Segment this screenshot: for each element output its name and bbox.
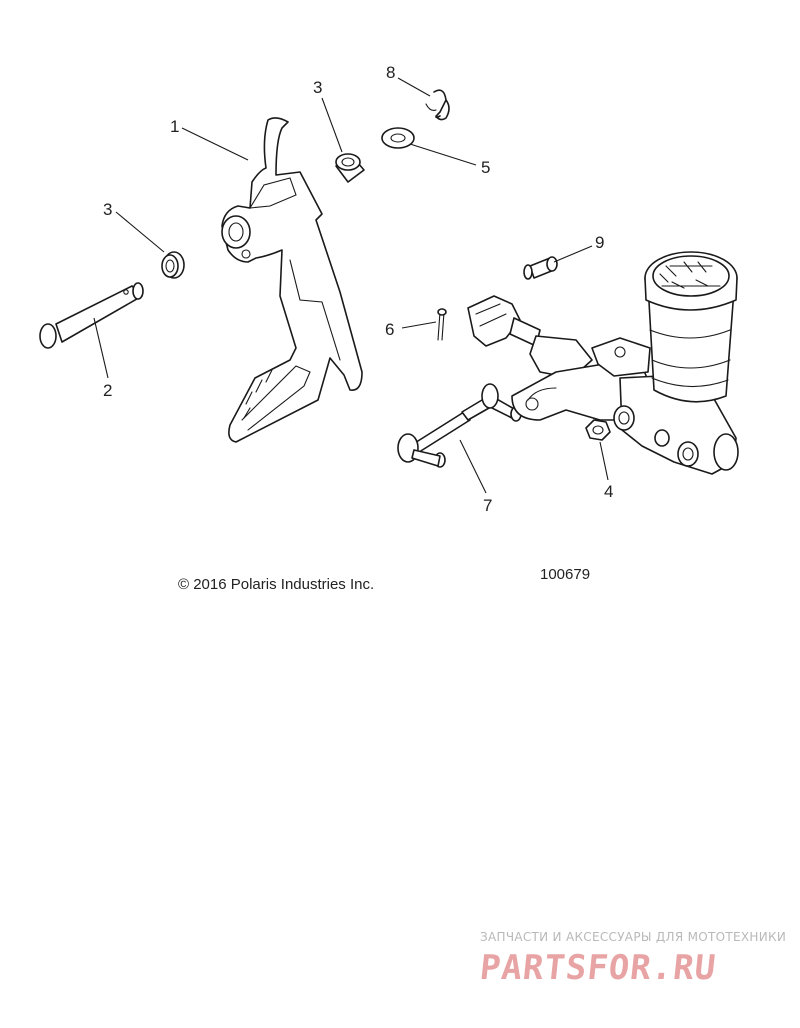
callout-label: 7 <box>483 496 492 515</box>
callout-label: 8 <box>386 63 395 82</box>
callout-label: 3 <box>313 78 322 97</box>
watermark: ЗАПЧАСТИ И АКСЕССУАРЫ ДЛЯ МОТОТЕХНИКИ PA… <box>477 930 795 988</box>
callout-label: 1 <box>170 117 179 136</box>
brake-pedal-part[interactable] <box>221 117 363 443</box>
callout-label: 9 <box>595 233 604 252</box>
master-cylinder-assembly[interactable] <box>467 251 739 475</box>
callout-4: 4 <box>599 441 613 501</box>
callout-8: 8 <box>386 63 431 97</box>
figure-number: 100679 <box>540 566 591 583</box>
bushing-part-left[interactable] <box>161 251 185 279</box>
copyright-notice: © 2016 Polaris Industries Inc. <box>178 576 375 593</box>
callout-label: 3 <box>103 200 112 219</box>
hair-pin-clip-part[interactable] <box>425 89 450 121</box>
callout-5: 5 <box>409 143 490 177</box>
callout-7: 7 <box>459 439 492 515</box>
nut-part[interactable] <box>585 419 611 441</box>
callout-label: 2 <box>103 381 112 400</box>
bolt-part[interactable] <box>523 256 558 280</box>
pivot-pin-part[interactable] <box>39 282 144 349</box>
callout-1: 1 <box>170 117 249 161</box>
callout-2: 2 <box>93 317 112 400</box>
callout-label: 6 <box>385 320 394 339</box>
cotter-pin-part[interactable] <box>437 308 447 341</box>
callout-9: 9 <box>553 233 604 263</box>
clevis-pin-part[interactable] <box>397 383 522 468</box>
callout-label: 4 <box>604 482 613 501</box>
watermark-tagline: ЗАПЧАСТИ И АКСЕССУАРЫ ДЛЯ МОТОТЕХНИКИ <box>480 930 787 944</box>
callout-3-top: 3 <box>313 78 343 153</box>
bushing-part-top[interactable] <box>335 153 365 183</box>
callout-6: 6 <box>385 320 437 339</box>
callout-3-left: 3 <box>103 200 165 253</box>
callout-label: 5 <box>481 158 490 177</box>
washer-part[interactable] <box>381 127 415 149</box>
watermark-logo: PARTSFOR.RU <box>477 948 719 988</box>
